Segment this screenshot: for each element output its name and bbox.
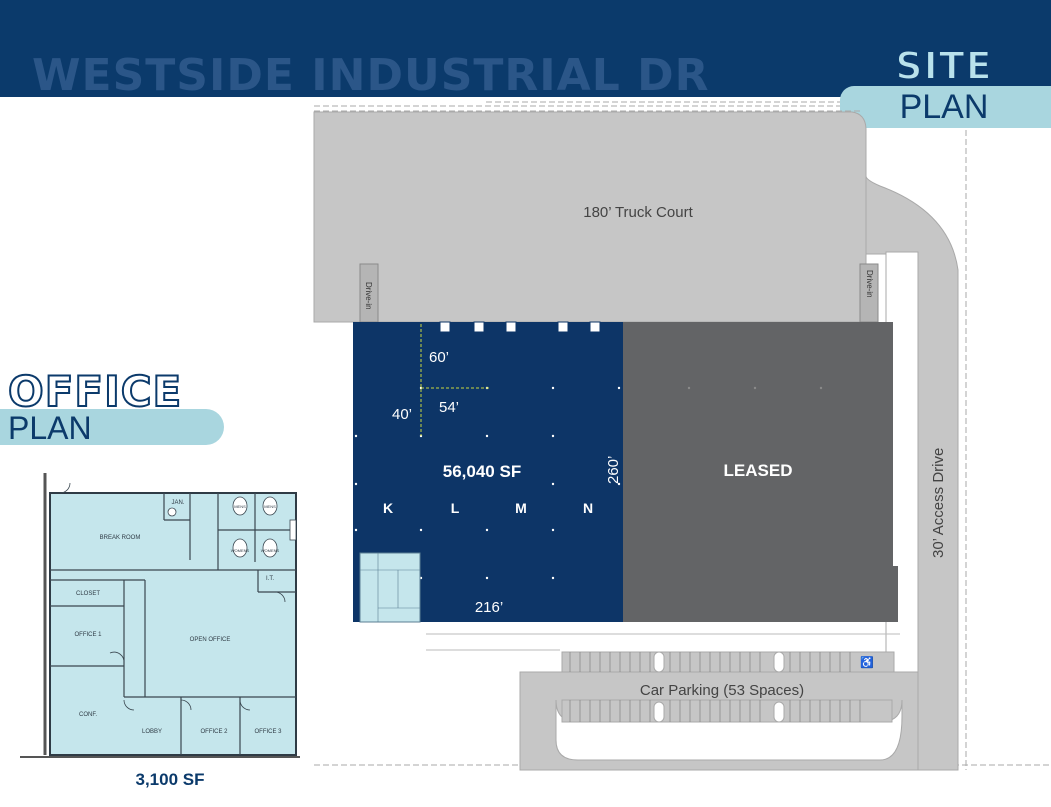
available-area-label: 56,040 SF: [443, 462, 521, 481]
dock-doors: [439, 321, 601, 333]
leased-suite: [623, 322, 893, 622]
room-closet: CLOSET: [76, 591, 100, 597]
office-floor-plan: JAN. BREAK ROOM MENS MENS WOMENS WOMENS …: [20, 473, 300, 758]
dimension-40: 40’: [392, 406, 412, 423]
office-plan-title: OFFICE: [7, 366, 183, 417]
room-womens-1: WOMENS: [231, 548, 250, 553]
dimension-54: 54’: [439, 399, 459, 416]
room-office-1: OFFICE 1: [74, 632, 102, 638]
bay-label-l: L: [451, 500, 460, 516]
drive-in-label-right: Drive-in: [865, 270, 874, 298]
room-mens-2: MENS: [264, 504, 276, 509]
office-inset: [359, 552, 421, 623]
dimension-260: 260’: [605, 456, 622, 484]
truck-court-area: [313, 111, 867, 323]
site-plan-subtitle: PLAN: [899, 88, 989, 126]
bay-label-n: N: [583, 500, 593, 516]
bay-label-m: M: [515, 500, 527, 516]
truck-court-label: 180’ Truck Court: [583, 204, 693, 221]
dimension-60: 60’: [429, 349, 449, 366]
parking-end-islands: [653, 651, 785, 723]
bay-label-k: K: [383, 500, 393, 516]
room-conf: CONF.: [79, 712, 97, 718]
room-it: I.T.: [266, 576, 274, 582]
drive-in-label-left: Drive-in: [364, 282, 373, 310]
office-plan-subtitle: PLAN: [8, 410, 92, 446]
parking-stalls: [569, 652, 861, 722]
room-office-3: OFFICE 3: [254, 729, 282, 735]
dimension-216: 216’: [475, 599, 503, 616]
parking-label: Car Parking (53 Spaces): [640, 682, 804, 699]
site-plan-title: SITE: [894, 43, 993, 89]
room-womens-2: WOMENS: [261, 548, 280, 553]
room-office-2: OFFICE 2: [200, 729, 228, 735]
accessible-parking-icon: ♿: [860, 656, 874, 669]
property-boundary: [314, 101, 1051, 770]
room-break-room: BREAK ROOM: [100, 535, 141, 541]
leased-label: LEASED: [724, 461, 793, 480]
room-jan: JAN.: [171, 500, 184, 506]
room-open-office: OPEN OFFICE: [190, 637, 231, 643]
site-plan-pill: [840, 86, 1051, 128]
access-drive-label: 30’ Access Drive: [930, 448, 947, 558]
road-name-label: WESTSIDE INDUSTRIAL DR: [32, 50, 710, 101]
room-mens-1: MENS: [234, 504, 246, 509]
office-plan-pill: [0, 409, 224, 445]
column-grid: [354, 386, 823, 580]
bay-dimension-guides: [420, 324, 489, 436]
header-band: [0, 0, 1051, 97]
office-area-label: 3,100 SF: [135, 770, 205, 789]
room-lobby: LOBBY: [142, 729, 162, 735]
